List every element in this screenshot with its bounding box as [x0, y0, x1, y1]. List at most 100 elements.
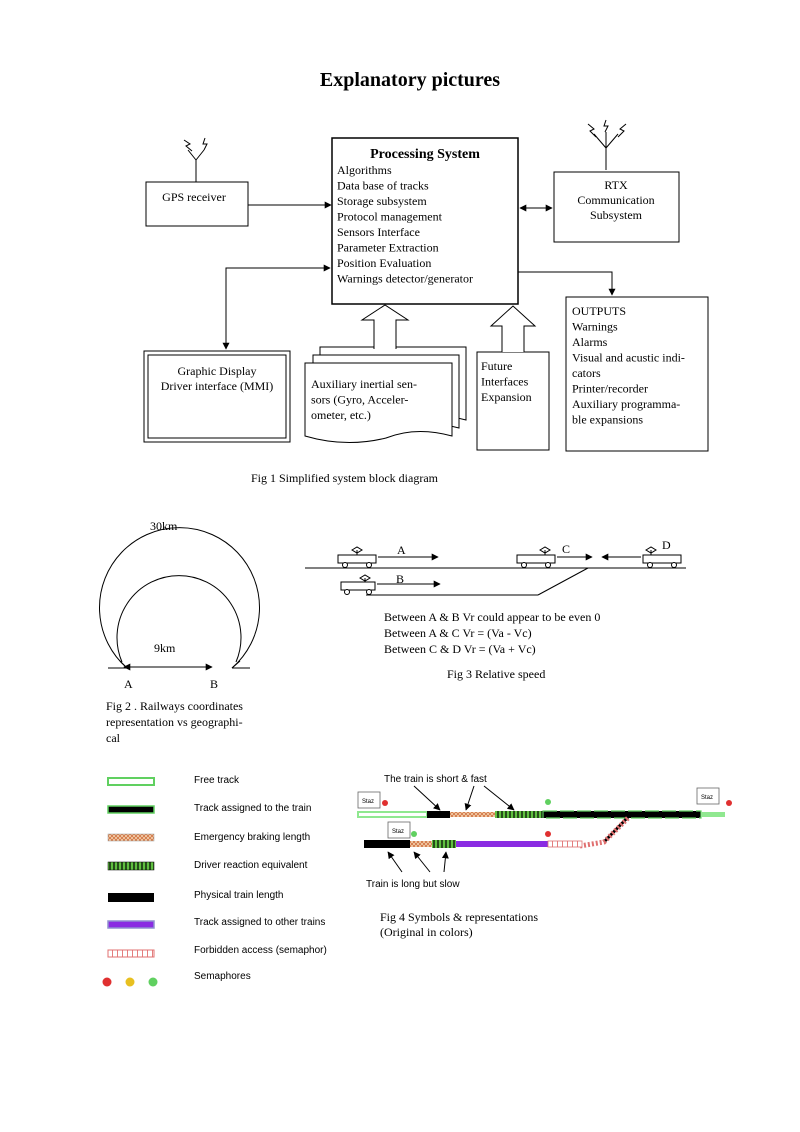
- fig3-line-2: Between C & D Vr = (Va + Vc): [384, 642, 536, 656]
- fig3-line-0: Between A & B Vr could appear to be even…: [384, 610, 600, 624]
- legend-label-4: Physical train length: [194, 890, 284, 901]
- processing-item-1: Data base of tracks: [337, 179, 429, 193]
- track-switch: [602, 813, 632, 844]
- outputs-line-6: Auxiliary programma-: [572, 397, 680, 411]
- future-interfaces-box: [476, 351, 550, 451]
- top-free-track-right: [701, 812, 725, 817]
- processing-item-3: Protocol management: [337, 210, 443, 224]
- short-fast-arrow-1: [413, 785, 441, 811]
- fig2-railway-ring: 30km 9km A B Fig 2 . Railways coordinate…: [99, 519, 260, 745]
- legend-driver-reaction-swatch: [107, 861, 155, 871]
- legend-label-1: Track assigned to the train: [194, 803, 311, 814]
- legend-physical-train-swatch: [108, 893, 154, 902]
- processing-to-outputs-arrow: [518, 271, 616, 296]
- fig3-relative-speed: A B C D Between A & B Vr could appear to…: [305, 538, 686, 681]
- legend-label-5: Track assigned to other trains: [194, 917, 325, 928]
- forbidden-switch: [579, 816, 630, 849]
- train-b-icon: [340, 574, 376, 595]
- aux-line-2: ometer, etc.): [311, 408, 371, 422]
- fig4-long-slow-label: Train is long but slow: [366, 879, 460, 890]
- long-slow-arrow-1: [387, 851, 403, 873]
- outputs-line-2: Alarms: [572, 335, 608, 349]
- bottom-green-semaphore-icon: [411, 831, 417, 837]
- train-c-icon: [516, 546, 556, 568]
- fig3-c-label: C: [562, 542, 570, 556]
- legend-emergency-swatch: [107, 833, 155, 842]
- top-right-red-semaphore-icon: [726, 800, 732, 806]
- aux-line-0: Auxiliary inertial sen-: [311, 377, 417, 391]
- fig4-caption-line-0: Fig 4 Symbols & representations: [380, 910, 538, 924]
- legend-free-track-swatch: [107, 777, 155, 786]
- short-fast-arrow-2: [464, 785, 475, 811]
- fig3-a-label: A: [397, 543, 406, 557]
- bottom-physical-train: [364, 840, 410, 848]
- fig3-switch-track: [537, 567, 589, 596]
- legend-label-2: Emergency braking length: [194, 832, 310, 843]
- legend-forbidden-swatch: [107, 949, 155, 958]
- train-a-icon: [337, 546, 377, 568]
- processing-item-0: Algorithms: [337, 163, 392, 177]
- outputs-line-3: Visual and acustic indi-: [572, 351, 685, 365]
- fig2-caption-line-0: Fig 2 . Railways coordinates: [106, 699, 243, 713]
- fig2-inner-track: [116, 575, 242, 663]
- processing-item-6: Position Evaluation: [337, 256, 431, 270]
- processing-item-4: Sensors Interface: [337, 225, 420, 239]
- gps-receiver-label: GPS receiver: [162, 190, 226, 204]
- top-physical-train: [427, 811, 450, 818]
- future-line-0: Future: [481, 359, 512, 373]
- staz-box-top-right: [696, 787, 720, 805]
- aux-line-1: sors (Gyro, Acceler-: [311, 393, 408, 407]
- staz-label-bottom: Staz: [392, 829, 404, 835]
- fig2-9km-label: 9km: [154, 641, 176, 655]
- fig2-right-end-arrow: [231, 660, 250, 669]
- staz-label-top-right: Staz: [701, 795, 713, 801]
- legend-label-6: Forbidden access (semaphor): [194, 945, 327, 956]
- outputs-line-7: ble expansions: [572, 413, 643, 427]
- bottom-emergency-braking: [410, 841, 432, 847]
- fig3-d-label: D: [662, 538, 671, 552]
- top-free-track-left: [357, 811, 428, 818]
- rtx-line-2: Subsystem: [590, 208, 643, 222]
- staz-label-top-left: Staz: [362, 799, 374, 805]
- aux-sensors-stack: [304, 346, 467, 443]
- top-left-red-semaphore-icon: [382, 800, 388, 806]
- graphic-display-inner-frame: [147, 354, 287, 439]
- fig2-caption-line-2: cal: [106, 731, 121, 745]
- staz-box-top-left: [357, 791, 381, 809]
- bottom-red-semaphore-icon: [545, 831, 551, 837]
- rtx-antenna-icon: [587, 119, 627, 170]
- outputs-line-1: Warnings: [572, 320, 618, 334]
- legend-other-trains-swatch: [107, 920, 155, 929]
- top-green-semaphore-icon: [545, 799, 551, 805]
- processing-system-title: Processing System: [370, 147, 480, 162]
- semaphore-red-icon: [102, 977, 112, 987]
- legend-label-3: Driver reaction equivalent: [194, 860, 308, 871]
- rtx-line-1: Communication: [577, 193, 654, 207]
- fig4-short-fast-label: The train is short & fast: [384, 774, 487, 785]
- processing-item-2: Storage subsystem: [337, 194, 427, 208]
- fig3-caption: Fig 3 Relative speed: [447, 667, 545, 681]
- train-d-icon: [642, 546, 682, 568]
- long-slow-arrow-3: [441, 851, 449, 873]
- outputs-line-4: cators: [572, 366, 601, 380]
- fig1-block-diagram: GPS receiver Processing System Algorithm…: [143, 119, 709, 485]
- bottom-track-other-trains: [456, 841, 548, 847]
- fig2-outer-track: [99, 527, 260, 669]
- page-title: Explanatory pictures: [320, 69, 500, 91]
- fig4-caption-line-1: (Original in colors): [380, 925, 473, 939]
- processing-item-7: Warnings detector/generator: [337, 272, 473, 286]
- top-emergency-braking: [450, 812, 495, 817]
- processing-system-box: [331, 137, 519, 305]
- outputs-line-5: Printer/recorder: [572, 382, 648, 396]
- fig2-b-label: B: [210, 677, 218, 691]
- processing-display-arrow: [222, 264, 331, 350]
- outputs-box: [565, 296, 709, 452]
- rtx-line-0: RTX: [604, 178, 628, 192]
- legend-label-7: Semaphores: [194, 971, 251, 982]
- legend-track-assigned-swatch: [107, 805, 155, 814]
- future-line-1: Interfaces: [481, 375, 529, 389]
- top-track-assigned: [542, 810, 702, 819]
- display-line-1: Driver interface (MMI): [161, 379, 274, 393]
